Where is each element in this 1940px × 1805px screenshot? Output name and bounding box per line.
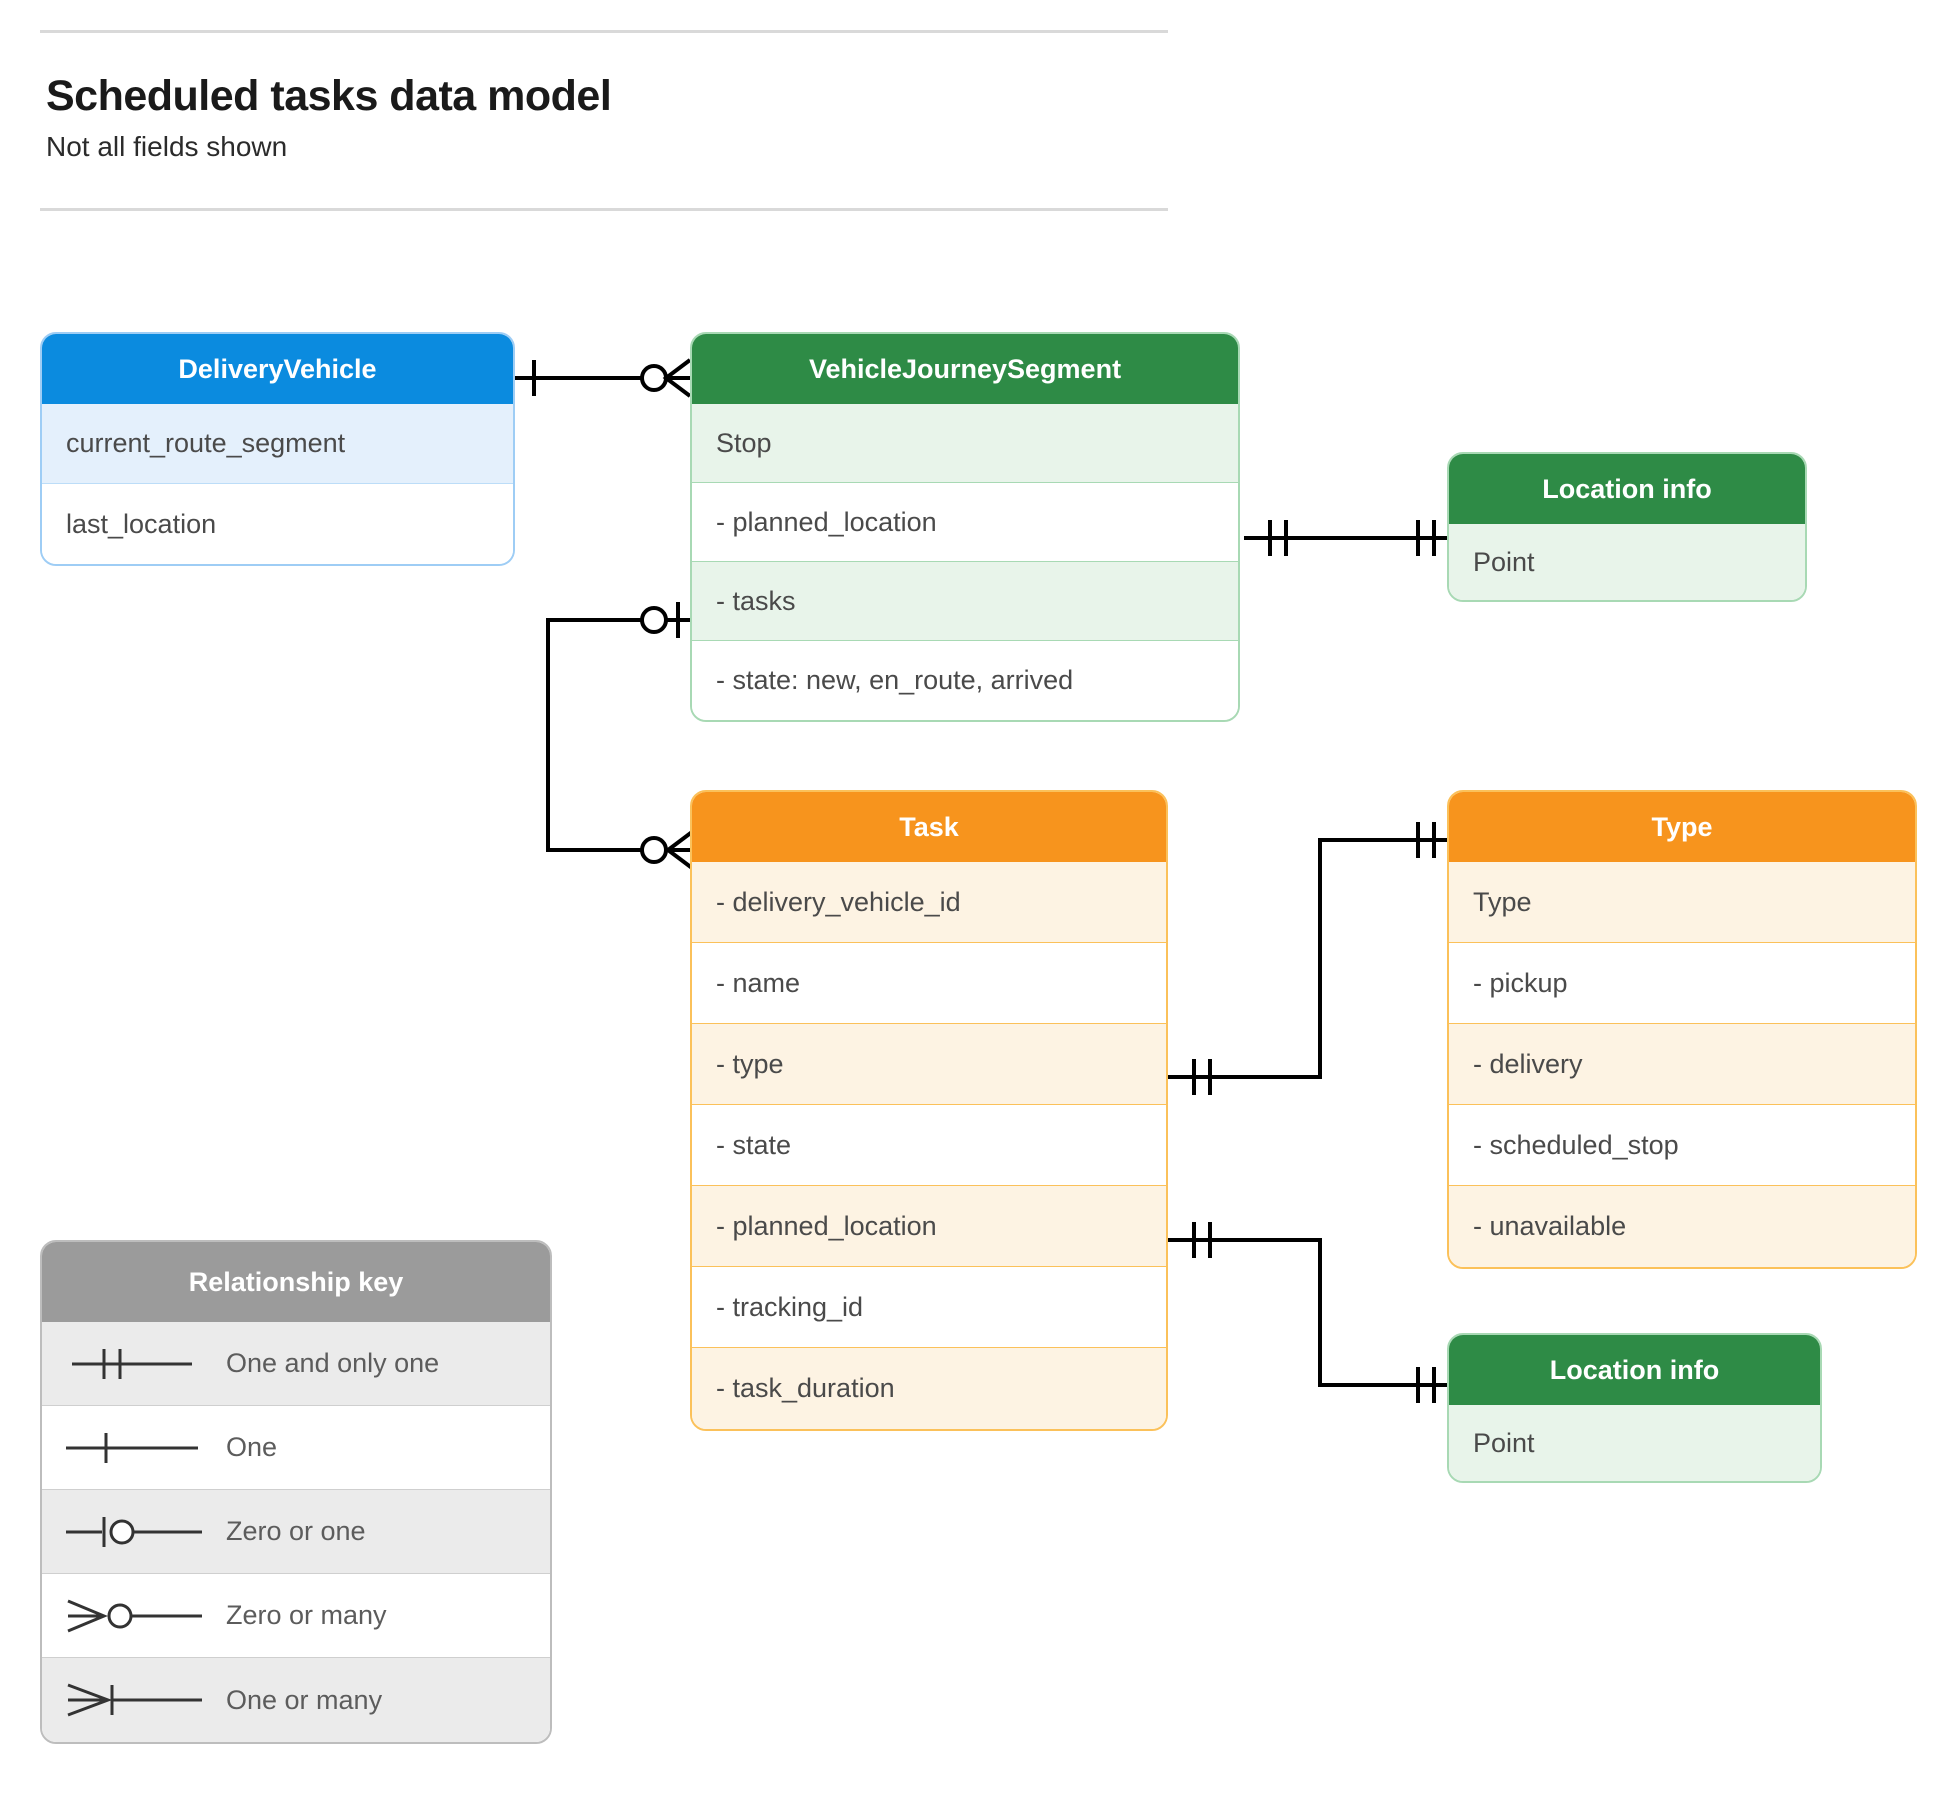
legend-item-one-and-only-one[interactable]: One and only one	[42, 1322, 550, 1406]
entity-rows-location-info-top: Point	[1449, 524, 1805, 600]
field-row[interactable]: - task_duration	[692, 1348, 1166, 1429]
connector-tasktype-type	[1168, 822, 1459, 1095]
connector-plannedlocation-locationinfo-top	[1244, 520, 1459, 556]
entity-location-info-top[interactable]: Location info Point	[1447, 452, 1807, 602]
field-row[interactable]: Stop	[692, 404, 1238, 483]
page-subtitle: Not all fields shown	[46, 131, 288, 163]
entity-title-type: Type	[1449, 792, 1915, 862]
entity-title-vehicle-journey-segment: VehicleJourneySegment	[692, 334, 1238, 404]
field-row[interactable]: Point	[1449, 1405, 1820, 1481]
entity-rows-type: Type - pickup - delivery - scheduled_sto…	[1449, 862, 1915, 1267]
legend-item-one[interactable]: One	[42, 1406, 550, 1490]
zero-or-one-icon	[52, 1509, 208, 1555]
legend-relationship-key[interactable]: Relationship key One and only one One	[40, 1240, 552, 1744]
field-row[interactable]: Point	[1449, 524, 1805, 600]
header-block: Scheduled tasks data model Not all field…	[40, 30, 1168, 211]
zero-or-many-icon	[52, 1593, 208, 1639]
entity-title-task: Task	[692, 792, 1166, 862]
legend-item-label: One or many	[226, 1684, 383, 1715]
field-row[interactable]: - name	[692, 943, 1166, 1024]
page-title: Scheduled tasks data model	[46, 72, 612, 120]
entity-title-location-info-bottom: Location info	[1449, 1335, 1820, 1405]
field-row[interactable]: - planned_location	[692, 483, 1238, 562]
entity-rows-delivery-vehicle: current_route_segment last_location	[42, 404, 513, 564]
header-rule-top	[40, 30, 1168, 33]
entity-title-delivery-vehicle: DeliveryVehicle	[42, 334, 513, 404]
legend-item-zero-or-many[interactable]: Zero or many	[42, 1574, 550, 1658]
entity-rows-vehicle-journey-segment: Stop - planned_location - tasks - state:…	[692, 404, 1238, 720]
entity-type[interactable]: Type Type - pickup - delivery - schedule…	[1447, 790, 1917, 1269]
entity-vehicle-journey-segment[interactable]: VehicleJourneySegment Stop - planned_loc…	[690, 332, 1240, 722]
field-row[interactable]: - planned_location	[692, 1186, 1166, 1267]
field-row[interactable]: - state	[692, 1105, 1166, 1186]
entity-rows-task: - delivery_vehicle_id - name - type - st…	[692, 862, 1166, 1429]
legend-item-label: Zero or one	[226, 1516, 366, 1546]
one-and-only-one-icon	[52, 1341, 208, 1387]
legend-item-label: Zero or many	[226, 1600, 387, 1630]
field-row[interactable]: - pickup	[1449, 943, 1915, 1024]
field-row[interactable]: Type	[1449, 862, 1915, 943]
entity-title-location-info-top: Location info	[1449, 454, 1805, 524]
entity-delivery-vehicle[interactable]: DeliveryVehicle current_route_segment la…	[40, 332, 515, 566]
connector-tasks-task	[546, 602, 694, 870]
field-row[interactable]: - scheduled_stop	[1449, 1105, 1915, 1186]
field-row[interactable]: - state: new, en_route, arrived	[692, 641, 1238, 720]
field-row[interactable]: - delivery	[1449, 1024, 1915, 1105]
field-row[interactable]: - tracking_id	[692, 1267, 1166, 1348]
legend-item-label: One	[226, 1432, 278, 1462]
connector-deliveryvehicle-vehiclejourneysegment	[513, 358, 694, 398]
one-or-many-icon	[52, 1677, 208, 1723]
field-row[interactable]: - tasks	[692, 562, 1238, 641]
legend-title: Relationship key	[42, 1242, 550, 1322]
legend-item-zero-or-one[interactable]: Zero or one	[42, 1490, 550, 1574]
field-row[interactable]: current_route_segment	[42, 404, 513, 484]
field-row[interactable]: - type	[692, 1024, 1166, 1105]
entity-rows-location-info-bottom: Point	[1449, 1405, 1820, 1481]
legend-item-one-or-many[interactable]: One or many	[42, 1658, 550, 1742]
legend-item-label: One and only one	[226, 1348, 440, 1378]
connector-taskplannedlocation-locationinfo-bottom	[1168, 1222, 1459, 1403]
header-rule-bottom	[40, 207, 1168, 211]
field-row[interactable]: - delivery_vehicle_id	[692, 862, 1166, 943]
entity-location-info-bottom[interactable]: Location info Point	[1447, 1333, 1822, 1483]
field-row[interactable]: last_location	[42, 484, 513, 564]
one-icon	[52, 1425, 208, 1471]
entity-task[interactable]: Task - delivery_vehicle_id - name - type…	[690, 790, 1168, 1431]
field-row[interactable]: - unavailable	[1449, 1186, 1915, 1267]
